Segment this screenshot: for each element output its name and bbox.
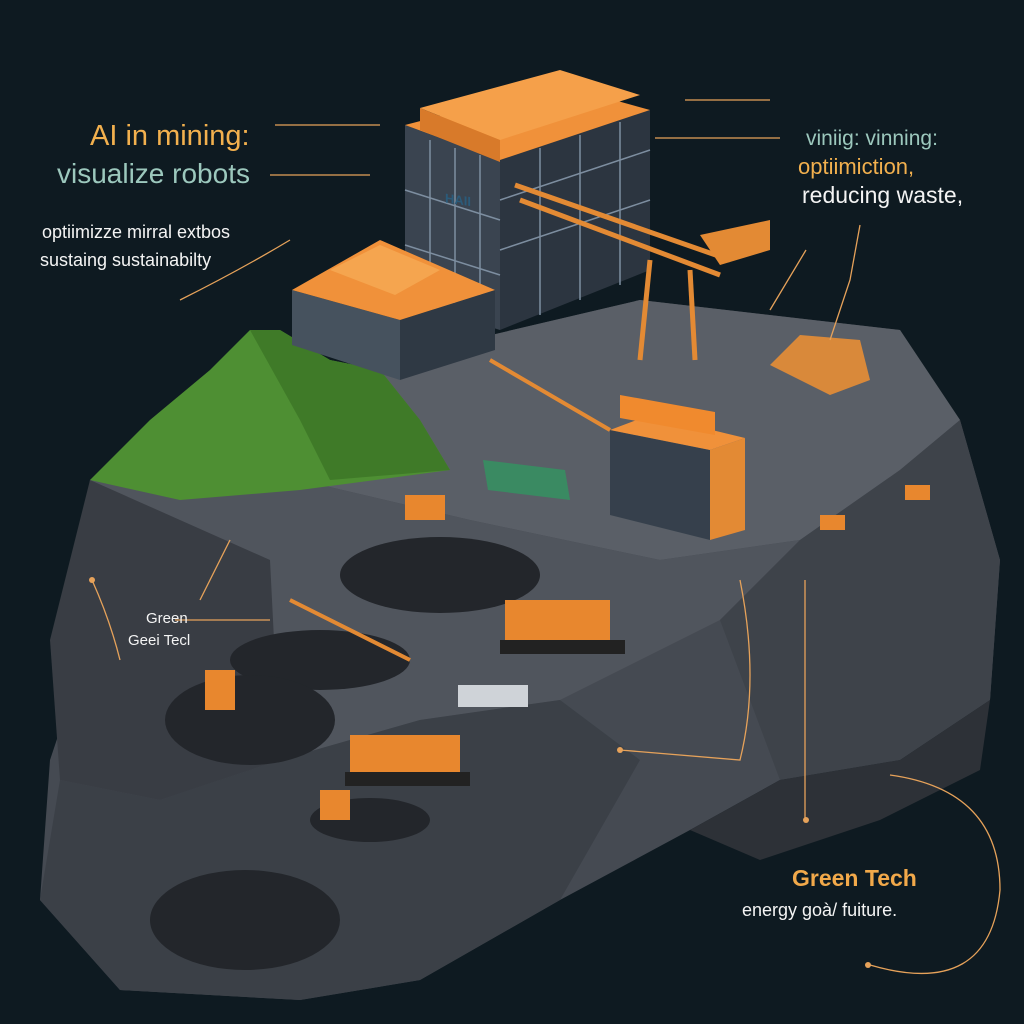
coal-piles (150, 537, 540, 970)
mid-left-line-1: Green (146, 610, 188, 627)
right-line-1: viniig: vinning: (806, 127, 938, 150)
control-building (610, 395, 745, 540)
bottom-title: Green Tech (792, 865, 917, 891)
right-line-2: optiimiction, (798, 154, 915, 179)
right-line-3: reducing waste, (802, 182, 964, 208)
title: AI in mining: (90, 120, 250, 152)
bottom-subtitle: energy goà/ fuiture. (742, 900, 898, 920)
mid-left-line-2: Geei Tecl (128, 632, 191, 649)
conveyor-crane (289, 182, 731, 662)
building-sign: HAII (445, 191, 471, 210)
subtitle: visualize robots (57, 158, 250, 189)
left-line-1: optiimizze mirral extbos (42, 222, 231, 242)
ore-stockpile (770, 335, 870, 395)
annotation-leaders (91, 99, 1001, 975)
green-tank (483, 460, 570, 500)
leader-dots (89, 577, 871, 968)
left-line-2: sustaing sustainabilty (40, 250, 212, 270)
mining-trucks (205, 485, 930, 820)
processing-building (292, 240, 495, 380)
